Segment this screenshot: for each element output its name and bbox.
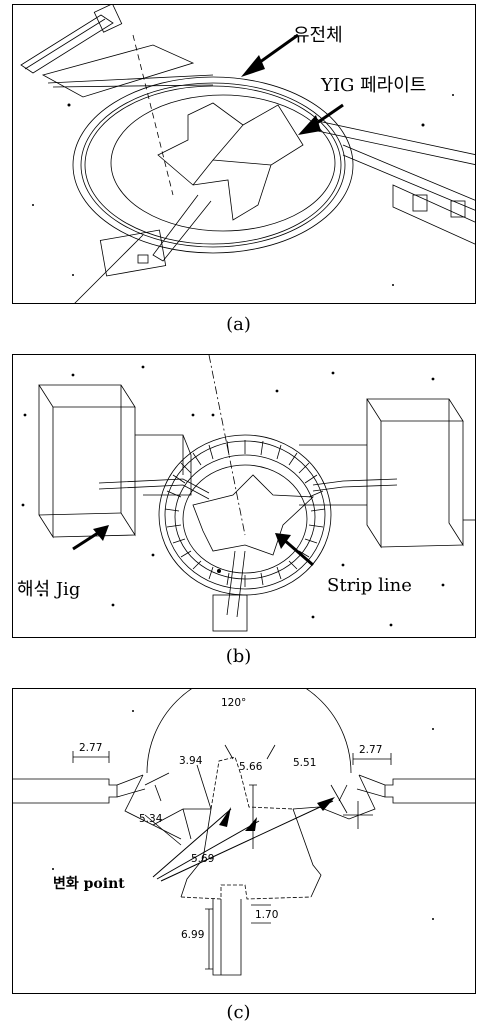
left-step-dimension: 5.34	[139, 813, 163, 825]
caption-c: (c)	[226, 1002, 251, 1023]
stub-length-dimension: 6.99	[181, 929, 205, 941]
panel-b-figure: 해석 Jig Strip line	[12, 354, 476, 638]
change-point-label: 변화 point	[53, 876, 125, 892]
panel-a-figure: 유전체 YIG 페라이트	[12, 4, 476, 304]
panel-c-figure: 120° 2.77 2.77 3.94 5.66 5.51 5.34 5.69 …	[12, 688, 476, 994]
strip-line-label: Strip line	[327, 575, 412, 596]
panel-a-drawing	[20, 5, 475, 303]
left-arm-length-dimension: 3.94	[179, 755, 203, 767]
yig-ferrite-label: YIG 페라이트	[321, 75, 427, 96]
right-arm-length-dimension: 5.51	[293, 757, 317, 769]
panel-b-drawing	[21, 355, 475, 632]
angle-dimension: 120°	[221, 697, 247, 709]
bottom-step-dimension: 5.69	[191, 853, 215, 865]
caption-b: (b)	[225, 646, 252, 667]
stub-width-dimension: 1.70	[255, 909, 279, 921]
panel-c-drawing	[13, 689, 475, 976]
analysis-jig-label: 해석 Jig	[17, 579, 81, 600]
right-port-width-dimension: 2.77	[359, 744, 383, 756]
dielectric-label: 유전체	[293, 25, 343, 46]
caption-a: (a)	[226, 314, 251, 335]
center-length-dimension: 5.66	[239, 761, 263, 773]
left-port-width-dimension: 2.77	[79, 742, 103, 754]
